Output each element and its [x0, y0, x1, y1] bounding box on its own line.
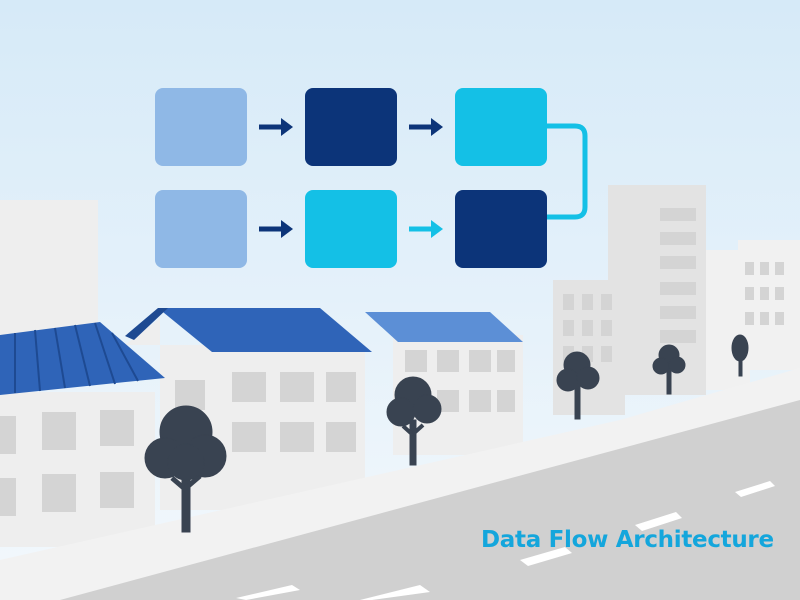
tree [556, 351, 600, 420]
trees [144, 334, 749, 533]
tree [144, 405, 227, 533]
flow-arrow-n5-n6 [409, 220, 443, 238]
tree [652, 344, 686, 395]
house-left [0, 322, 165, 547]
flow-node-n5 [305, 190, 397, 268]
tree [386, 376, 442, 466]
flow-node-n2 [305, 88, 397, 166]
flow-node-n6 [455, 190, 547, 268]
road [60, 400, 800, 600]
flow-node-n1 [155, 88, 247, 166]
flow-arrow-n2-n3 [409, 118, 443, 136]
flow-arrow-n3-n6 [547, 123, 588, 220]
lane-markings [236, 481, 775, 600]
far-buildings [0, 185, 800, 415]
tree [731, 334, 749, 377]
flow-arrow-n1-n2 [259, 118, 293, 136]
flow-diagram-nodes [155, 88, 547, 268]
flow-arrow-n4-n5 [259, 220, 293, 238]
caption: Data Flow Architecture [481, 527, 774, 553]
flow-diagram-edges [259, 118, 588, 238]
house-middle [125, 308, 372, 510]
flow-node-n3 [455, 88, 547, 166]
flow-node-n4 [155, 190, 247, 268]
